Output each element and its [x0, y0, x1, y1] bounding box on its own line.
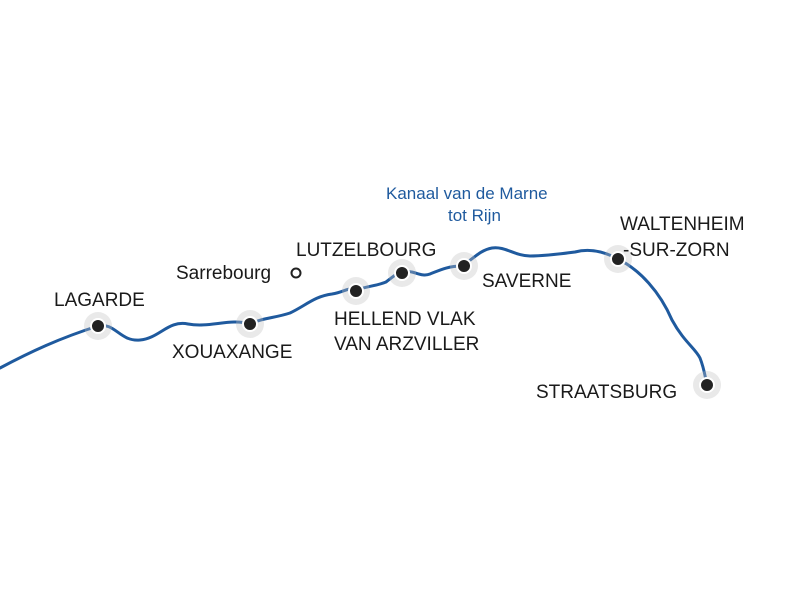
stop-label-xouaxange: XOUAXANGE	[172, 342, 292, 363]
stop-label-waltenheim-line2: -SUR-ZORN	[623, 240, 730, 261]
stop-lagarde[interactable]: LAGARDE	[54, 290, 145, 340]
stop-waltenheim-sur-zorn[interactable]: WALTENHEIM -SUR-ZORN	[604, 214, 745, 273]
stop-label-hellend-line1: HELLEND VLAK	[334, 309, 476, 330]
waterway-label-line2: tot Rijn	[448, 206, 501, 225]
filled-circle-marker-icon	[610, 251, 626, 267]
stop-label-straatsburg: STRAATSBURG	[536, 382, 677, 403]
stop-straatsburg[interactable]: STRAATSBURG	[536, 371, 721, 403]
stop-saverne[interactable]: SAVERNE	[450, 252, 571, 292]
hollow-circle-marker-icon	[290, 267, 302, 279]
town-sarrebourg: Sarrebourg	[176, 263, 302, 284]
stop-hellend-vlak-van-arzviller[interactable]: HELLEND VLAK VAN ARZVILLER	[334, 277, 479, 355]
stop-label-hellend-line2: VAN ARZVILLER	[334, 334, 479, 355]
filled-circle-marker-icon	[699, 377, 715, 393]
town-label-sarrebourg: Sarrebourg	[176, 263, 271, 284]
filled-circle-marker-icon	[456, 258, 472, 274]
filled-circle-marker-icon	[90, 318, 106, 334]
waterway-label-line1: Kanaal van de Marne	[386, 184, 548, 203]
stop-label-waltenheim-line1: WALTENHEIM	[620, 214, 745, 235]
filled-circle-marker-icon	[242, 316, 258, 332]
stop-label-lutzelbourg: LUTZELBOURG	[296, 240, 436, 261]
stop-label-saverne: SAVERNE	[482, 271, 571, 292]
filled-circle-marker-icon	[348, 283, 364, 299]
waterway-label: Kanaal van de Marne tot Rijn	[386, 184, 548, 225]
filled-circle-marker-icon	[394, 265, 410, 281]
stop-label-lagarde: LAGARDE	[54, 290, 145, 311]
stop-xouaxange[interactable]: XOUAXANGE	[172, 310, 292, 363]
stop-lutzelbourg[interactable]: LUTZELBOURG	[296, 240, 436, 287]
